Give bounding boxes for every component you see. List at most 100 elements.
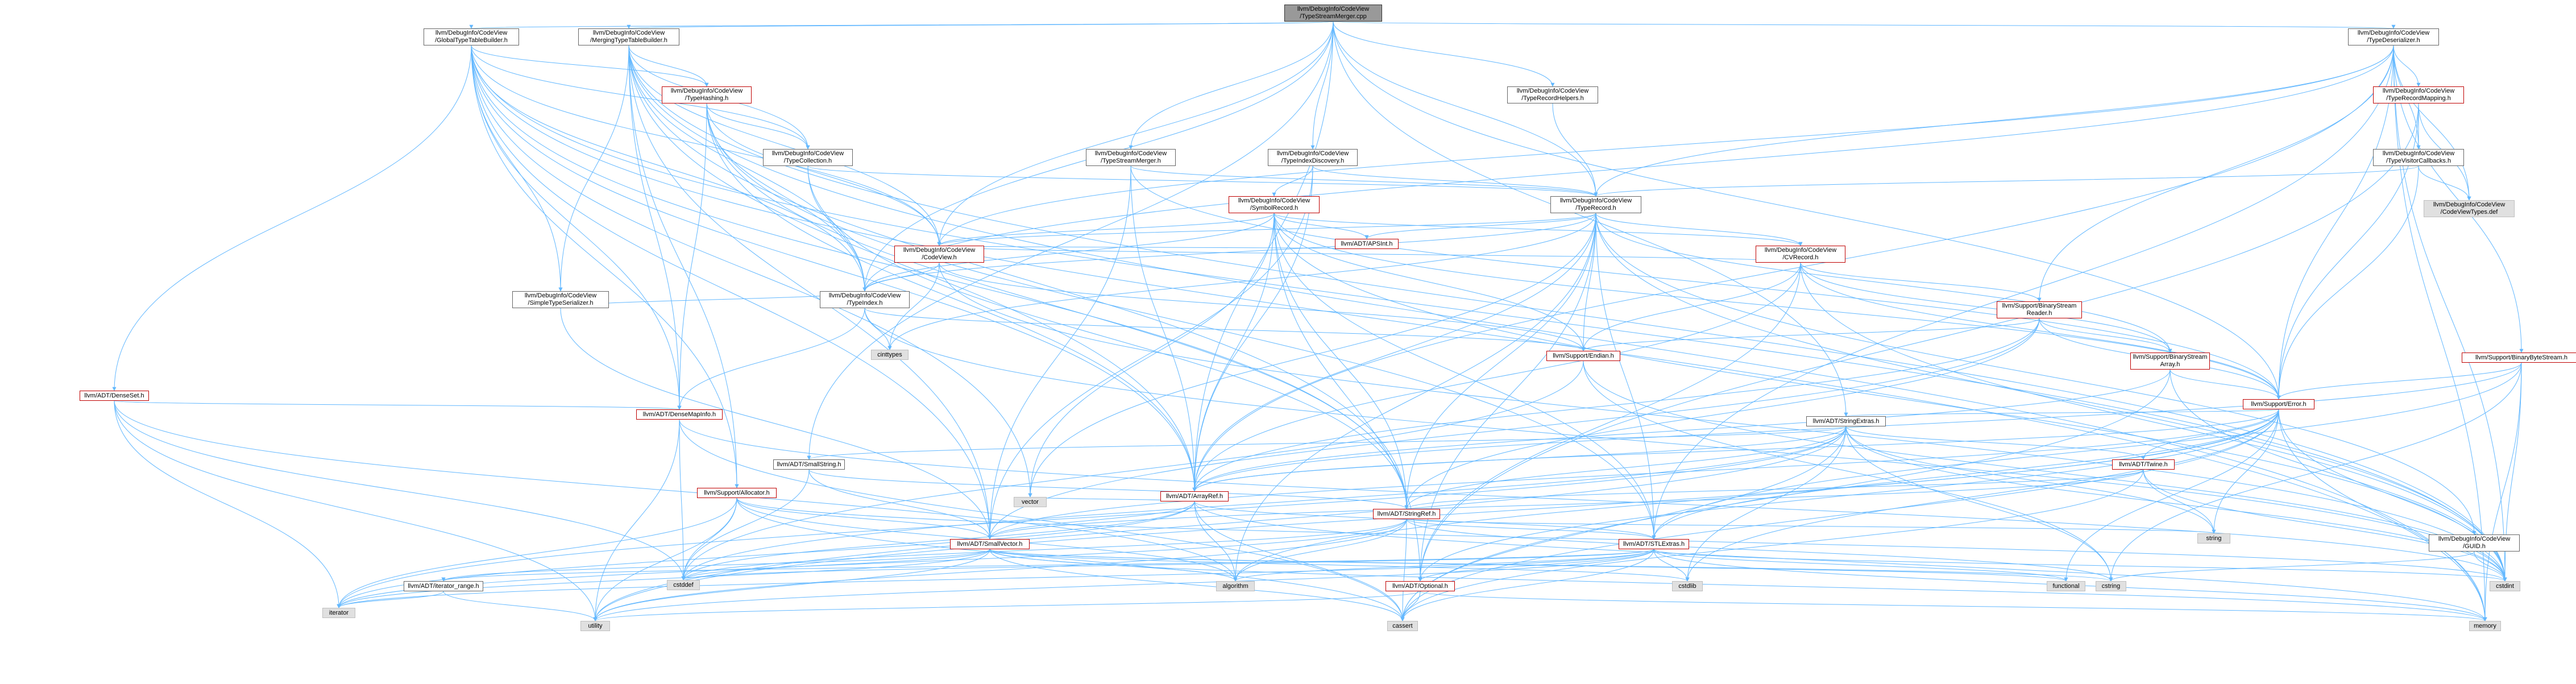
edge-symrec-to-endian <box>1274 213 1586 351</box>
edge-gtb-to-aref <box>471 45 1197 492</box>
edge-bsa-to-aref <box>1192 369 2171 492</box>
edge-dmi-to-cstdint <box>679 419 2507 582</box>
node-label-line1: cstddef <box>673 581 694 588</box>
node-type-record-helpers[interactable]: llvm/DebugInfo/CodeView/TypeRecordHelper… <box>1507 86 1598 103</box>
edge-mtb-to-sts <box>558 45 629 292</box>
edge-svec-to-cstddef <box>681 549 990 581</box>
edge-serr-to-string <box>2212 409 2279 534</box>
edge-root-to-mtb <box>627 21 1334 29</box>
edge-sref-to-utility <box>593 519 1407 621</box>
node-type-hashing[interactable]: llvm/DebugInfo/CodeView/TypeHashing.h <box>662 86 752 103</box>
node-label-line1: llvm/DebugInfo/CodeView <box>2382 88 2455 94</box>
node-iterator[interactable]: iterator <box>322 608 355 618</box>
node-endian[interactable]: llvm/Support/Endian.h <box>1546 351 1620 361</box>
node-label-line1: llvm/ADT/SmallVector.h <box>957 540 1023 548</box>
node-utility[interactable]: utility <box>580 621 610 631</box>
node-memory[interactable]: memory <box>2469 621 2501 631</box>
node-label-line1: llvm/DebugInfo/CodeView <box>828 292 901 299</box>
node-bbs[interactable]: llvm/Support/BinaryByteStream.h <box>2462 353 2576 363</box>
node-optional[interactable]: llvm/ADT/Optional.h <box>1386 581 1455 591</box>
node-label-line1: llvm/ADT/DenseSet.h <box>84 392 144 399</box>
node-label-line1: memory <box>2474 622 2496 629</box>
node-irange[interactable]: llvm/ADT/iterator_range.h <box>404 581 483 591</box>
node-global-type-table-builder[interactable]: llvm/DebugInfo/CodeView/GlobalTypeTableB… <box>424 28 519 45</box>
node-svec[interactable]: llvm/ADT/SmallVector.h <box>950 539 1030 549</box>
node-label-line1: utility <box>588 622 603 629</box>
edge-svec-to-irange <box>441 549 990 582</box>
node-vector[interactable]: vector <box>1014 497 1047 507</box>
edge-sstr-to-svec <box>808 469 992 540</box>
edge-trec-to-stlx <box>1595 213 1656 540</box>
node-strx[interactable]: llvm/ADT/StringExtras.h <box>1806 416 1886 426</box>
edge-cvrec-to-optional <box>1418 262 1801 582</box>
node-type-collection[interactable]: llvm/DebugInfo/CodeView/TypeCollection.h <box>763 149 853 166</box>
edge-strx-to-cstddef <box>681 426 1847 581</box>
edge-thash-to-tcoll <box>706 103 810 150</box>
edge-symrec-to-cstdint <box>1274 213 2507 582</box>
node-alloc[interactable]: llvm/Support/Allocator.h <box>697 488 777 498</box>
edge-sstr-to-cstddef <box>681 469 810 581</box>
node-aref[interactable]: llvm/ADT/ArrayRef.h <box>1160 491 1229 501</box>
node-sstr[interactable]: llvm/ADT/SmallString.h <box>773 459 845 470</box>
edge-stlx-to-irange <box>441 549 1654 582</box>
node-dmi[interactable]: llvm/ADT/DenseMapInfo.h <box>636 409 723 420</box>
node-tindex[interactable]: llvm/DebugInfo/CodeView/TypeIndex.h <box>820 291 910 308</box>
edge-root-to-tid <box>1310 21 1334 150</box>
node-cstring[interactable]: cstring <box>2096 581 2126 591</box>
edge-serr-to-cassert <box>1400 409 2279 621</box>
edge-root-to-trec <box>1333 21 1598 197</box>
node-serr[interactable]: llvm/Support/Error.h <box>2243 399 2314 409</box>
node-sref[interactable]: llvm/ADT/StringRef.h <box>1373 509 1440 519</box>
node-type-deserializer[interactable]: llvm/DebugInfo/CodeView/TypeDeserializer… <box>2348 28 2439 45</box>
node-string[interactable]: string <box>2197 533 2230 544</box>
node-stlx[interactable]: llvm/ADT/STLExtras.h <box>1619 539 1689 549</box>
node-trec[interactable]: llvm/DebugInfo/CodeView/TypeRecord.h <box>1550 196 1641 213</box>
edge-trm-to-serr <box>2276 103 2419 400</box>
node-type-stream-merger-cpp[interactable]: llvm/DebugInfo/CodeView/TypeStreamMerger… <box>1284 5 1382 22</box>
node-type-record-mapping[interactable]: llvm/DebugInfo/CodeView/TypeRecordMappin… <box>2373 86 2464 103</box>
node-type-stream-merger-h[interactable]: llvm/DebugInfo/CodeView/TypeStreamMerger… <box>1086 149 1176 166</box>
edge-root-to-tdes <box>1333 21 2395 29</box>
edge-sref-to-cassert <box>1400 519 1407 621</box>
edge-root-to-aref <box>1192 21 1334 492</box>
node-apsint[interactable]: llvm/ADT/APSInt.h <box>1335 239 1399 249</box>
node-twine[interactable]: llvm/ADT/Twine.h <box>2112 459 2175 470</box>
edge-cv-to-tindex <box>862 262 940 292</box>
node-cv[interactable]: llvm/DebugInfo/CodeView/CodeView.h <box>894 246 984 263</box>
edge-tindex-to-cstdint <box>864 308 2507 582</box>
edge-cvrec-to-bsa <box>1800 262 2172 353</box>
edge-tvc-to-trec <box>1594 165 2419 197</box>
edge-aref-to-iterator <box>337 501 1195 608</box>
node-label-line2: /TypeStreamMerger.h <box>1101 157 1161 164</box>
edge-stlx-to-optional <box>1418 549 1654 582</box>
node-label-line1: llvm/Support/Error.h <box>2251 400 2307 408</box>
edge-stlx-to-cstdint <box>1653 549 2507 582</box>
node-cstddef[interactable]: cstddef <box>667 580 700 590</box>
edge-cv-to-cinttypes <box>887 262 940 350</box>
node-cstdlib[interactable]: cstdlib <box>1672 581 1703 591</box>
node-sts[interactable]: llvm/DebugInfo/CodeView/SimpleTypeSerial… <box>512 291 609 308</box>
node-functional[interactable]: functional <box>2047 581 2085 591</box>
edge-aref-to-svec <box>988 501 1195 540</box>
node-label-line1: llvm/DebugInfo/CodeView <box>1764 247 1837 254</box>
edge-tindex-to-endian <box>864 308 1586 351</box>
node-merging-type-table-builder[interactable]: llvm/DebugInfo/CodeView/MergingTypeTable… <box>578 28 679 45</box>
edge-bbs-to-serr <box>2276 362 2522 400</box>
node-cassert[interactable]: cassert <box>1387 621 1418 631</box>
node-algorithm[interactable]: algorithm <box>1216 581 1255 591</box>
node-codeview-types-def[interactable]: llvm/DebugInfo/CodeView/CodeViewTypes.de… <box>2424 200 2515 217</box>
edge-serr-to-stlx <box>1652 409 2279 540</box>
node-cinttypes[interactable]: cinttypes <box>871 350 909 360</box>
node-dset[interactable]: llvm/ADT/DenseSet.h <box>80 391 149 401</box>
node-label-line1: llvm/Support/BinaryByteStream.h <box>2475 354 2567 361</box>
node-label-line2: /SymbolRecord.h <box>1250 205 1299 212</box>
node-cstdint[interactable]: cstdint <box>2490 581 2520 591</box>
node-type-visitor-callbacks[interactable]: llvm/DebugInfo/CodeView/TypeVisitorCallb… <box>2373 149 2464 166</box>
edge-stlx-to-cassert <box>1400 549 1654 621</box>
node-cvrec[interactable]: llvm/DebugInfo/CodeView/CVRecord.h <box>1756 246 1845 263</box>
node-type-index-discovery[interactable]: llvm/DebugInfo/CodeView/TypeIndexDiscove… <box>1268 149 1358 166</box>
node-guid[interactable]: llvm/DebugInfo/CodeView/GUID.h <box>2429 534 2520 552</box>
node-symrec[interactable]: llvm/DebugInfo/CodeView/SymbolRecord.h <box>1229 196 1320 213</box>
